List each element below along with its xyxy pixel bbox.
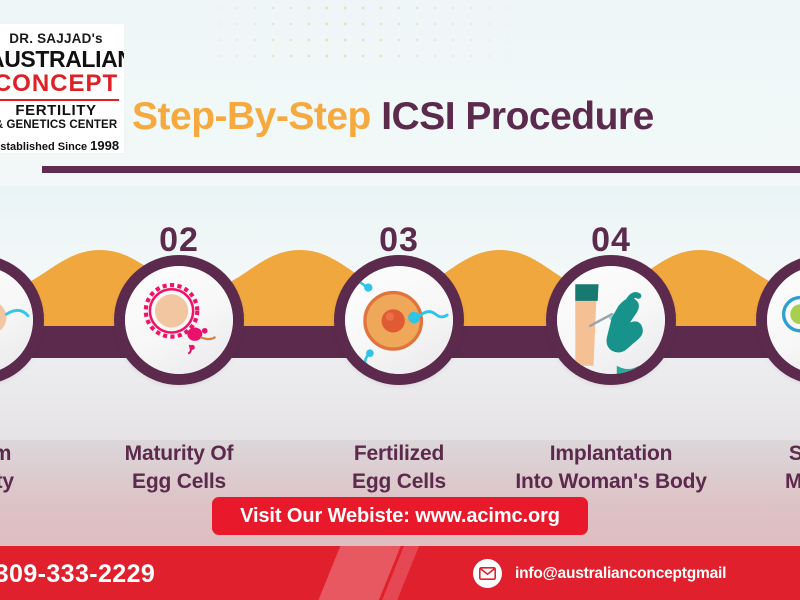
step-01-circle[interactable] [0, 255, 44, 385]
step-05-circle[interactable] [756, 255, 800, 385]
logo-line-doctor: DR. SAJJAD's [9, 31, 103, 46]
logo-line-fertility: FERTILITY [15, 101, 97, 119]
step-01-label: Sperm Quality [0, 440, 89, 495]
injection-icon [575, 284, 643, 374]
logo-established-year: 1998 [90, 137, 120, 153]
step-03-circle[interactable] [334, 255, 464, 385]
step-01-label-line1: Sperm [0, 442, 12, 465]
step-02-label-line1: Maturity Of [124, 442, 234, 465]
fertilized-egg-icon [354, 281, 449, 367]
page-title: Step-By-Step ICSI Procedure [132, 95, 654, 139]
step-05[interactable]: 05 [756, 255, 800, 385]
footer-bar: -309-333-2229 info@australianconceptgmai… [0, 546, 800, 600]
dot-pattern-decoration [210, 0, 570, 62]
step-04-label: Implantation Into Woman's Body [501, 440, 721, 495]
footer-phone[interactable]: -309-333-2229 [0, 560, 156, 588]
step-05-label-line2: Motility [785, 469, 800, 493]
logo-line-established: Established Since 1998 [0, 138, 124, 153]
step-03-number: 03 [379, 221, 419, 259]
step-04-label-line1: Implantation [549, 442, 673, 465]
step-05-label-line1: Sperm [788, 442, 800, 465]
egg-cell-icon [143, 283, 216, 355]
footer-email-group[interactable]: info@australianconceptgmail [473, 559, 726, 588]
step-01[interactable]: 01 [0, 255, 44, 385]
step-02-label-line2: Egg Cells [132, 469, 226, 493]
step-01-number: 01 [0, 221, 44, 260]
logo-line-concept: CONCEPT [0, 70, 119, 98]
step-02[interactable]: 02 [114, 221, 244, 385]
step-02-number: 02 [159, 221, 199, 259]
step-03-label-line2: Egg Cells [352, 469, 446, 493]
step-05-number: 05 [756, 221, 800, 260]
step-04-circle[interactable] [546, 255, 676, 385]
footer-email-text: info@australianconceptgmail [515, 564, 727, 582]
envelope-icon [473, 559, 502, 588]
step-04-label-line2: Into Woman's Body [515, 469, 707, 493]
step-04[interactable]: 04 [546, 221, 676, 385]
title-icsi-procedure: ICSI Procedure [381, 95, 654, 138]
steps-row: 01 02 [0, 221, 800, 385]
title-underline [42, 166, 800, 173]
logo-line-genetics: & GENETICS CENTER [0, 118, 118, 131]
envelope-icon-glyph [479, 567, 496, 580]
step-04-number: 04 [591, 221, 631, 259]
logo-divider [0, 99, 119, 101]
logo-line-australian: AUSTRALIAN [0, 46, 124, 72]
website-banner-text: Visit Our Webiste: www.acimc.org [240, 504, 560, 527]
step-03[interactable]: 03 [334, 221, 464, 385]
step-03-label-line1: Fertilized [353, 442, 445, 465]
step-02-circle[interactable] [114, 255, 244, 385]
step-05-label: Sperm Motility [711, 440, 800, 495]
lab-dish-icon [781, 295, 800, 333]
website-banner[interactable]: Visit Our Webiste: www.acimc.org [212, 497, 588, 535]
step-01-label-line2: Quality [0, 469, 14, 493]
sperm-quality-icon [0, 304, 30, 331]
step-03-label: Fertilized Egg Cells [289, 440, 509, 495]
step-02-label: Maturity Of Egg Cells [69, 440, 289, 495]
logo-established-text: Established Since [0, 140, 91, 153]
title-step-by-step: Step-By-Step [132, 95, 371, 138]
company-logo: DR. SAJJAD's AUSTRALIAN CONCEPT FERTILIT… [0, 24, 124, 153]
